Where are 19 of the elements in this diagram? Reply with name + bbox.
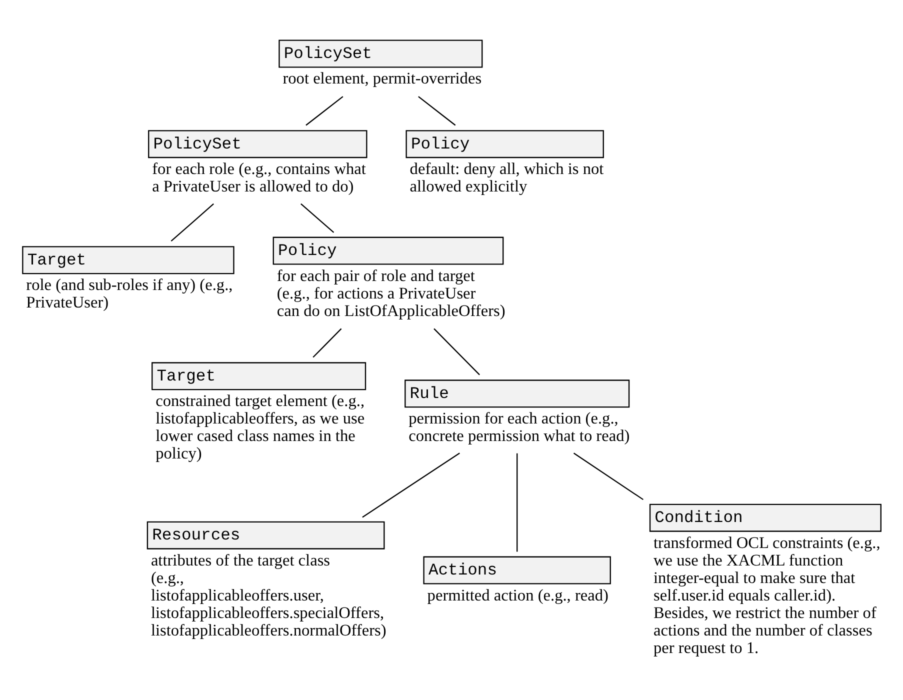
node-label: permitted action (e.g., read) (427, 584, 608, 604)
node-label: role (and sub-roles if any) (e.g., PrivateUser) (26, 274, 233, 312)
connector (434, 328, 480, 375)
node-label: root element, permit-overrides (282, 68, 482, 88)
connector (573, 452, 644, 500)
connector (362, 452, 460, 518)
connector (306, 96, 344, 126)
node-label: constrained target element (e.g., listofapplicableoffers, as we use lower cased class names in the policy) (156, 390, 365, 462)
connector (312, 328, 342, 358)
node-label: permission for each action (e.g., concrete permission what to read) (408, 408, 630, 445)
node-label: for each role (e.g., contains what a PrivateUser is allowed to do) (152, 158, 366, 196)
node-label: default: deny all, which is not allowed explicitly (410, 158, 604, 196)
connector (516, 452, 518, 552)
connector (300, 202, 334, 232)
connector (170, 202, 214, 242)
node-label: attributes of the target class (e.g., listofapplicableoffers.user, listofapplicableoffers.specialOffers, listofapplicableoffers.normalOffers) (150, 550, 386, 639)
connector (418, 96, 456, 126)
node-label: for each pair of role and target (e.g., for actions a PrivateUser can do on ListOfApplicableOffers) (276, 265, 506, 320)
node-label: transformed OCL constraints (e.g., we use the XACML function integer-equal to make sure that self.user.id equals caller.id). Besides, we restrict the number of actions and the number of classes per request to 1. (654, 532, 880, 656)
